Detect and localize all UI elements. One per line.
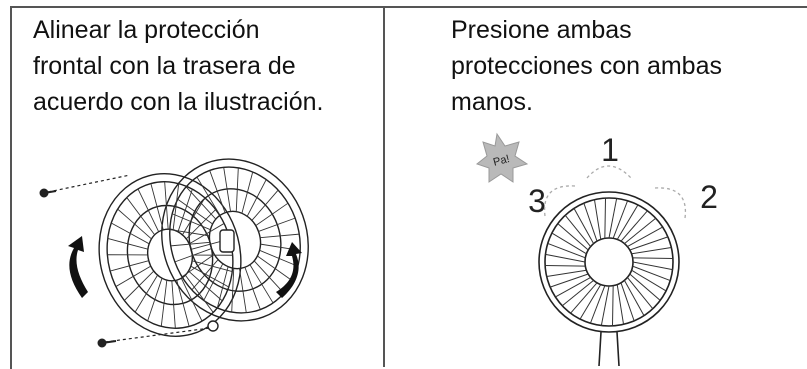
- step-number-1: 1: [601, 132, 619, 168]
- cell-divider: [383, 6, 385, 367]
- right-text-line: Presione ambas: [451, 12, 801, 48]
- right-text-line: protecciones con ambas: [451, 48, 801, 84]
- right-text-line: manos.: [451, 84, 801, 120]
- fan-guard-press-illustration: Pa! 1 2 3: [475, 126, 735, 366]
- left-text-line: acuerdo con la ilustración.: [33, 84, 378, 120]
- left-text-line: frontal con la trasera de: [33, 48, 378, 84]
- step-number-2: 2: [700, 179, 718, 215]
- right-instruction-text: Presione ambas protecciones con ambas ma…: [451, 12, 801, 120]
- step-number-3: 3: [528, 183, 546, 219]
- left-instruction-text: Alinear la protección frontal con la tra…: [33, 12, 378, 120]
- rotate-arrow-left-icon: [68, 236, 88, 298]
- rotate-arrow-right-icon: [276, 242, 302, 298]
- left-text-line: Alinear la protección: [33, 12, 378, 48]
- fan-guard-alignment-illustration: [30, 150, 360, 365]
